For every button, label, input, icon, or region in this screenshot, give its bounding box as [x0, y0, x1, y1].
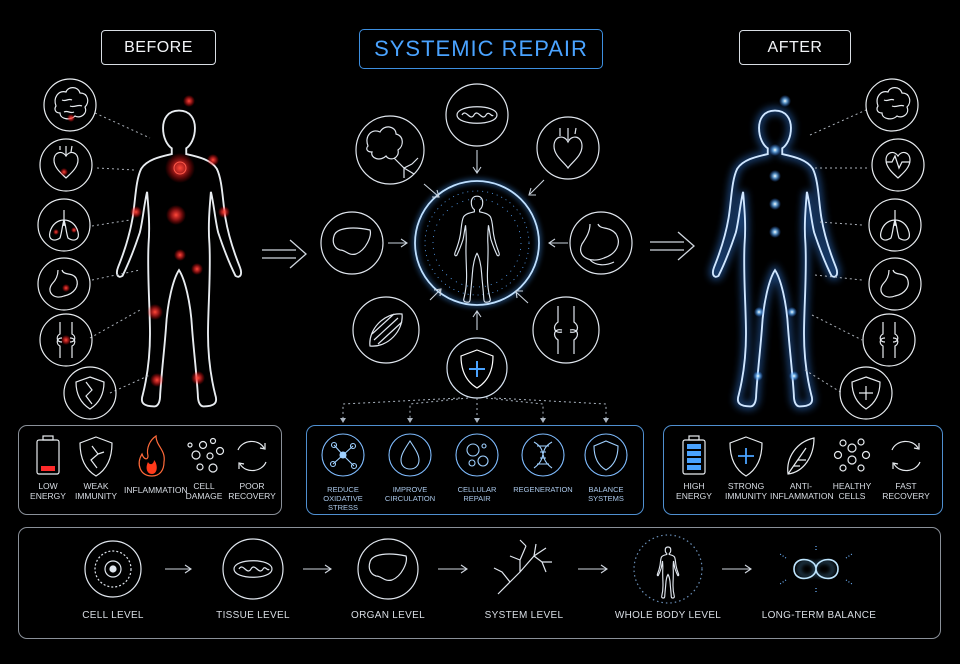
heart-icon	[536, 116, 600, 180]
drop-icon	[388, 433, 432, 477]
plus-shield-icon	[729, 436, 763, 477]
stomach-icon	[569, 211, 633, 275]
leaf-icon	[787, 437, 815, 475]
healthy-cells-icon	[833, 438, 871, 472]
brain-icon	[865, 78, 919, 132]
inflammation-points	[130, 95, 230, 387]
joint-icon	[39, 313, 93, 367]
shield-icon	[584, 433, 628, 477]
repair-to-after-arrow	[650, 231, 695, 261]
liver-icon	[320, 211, 384, 275]
mechanism-regeneration: REGENERATION	[513, 485, 573, 494]
stomach-icon	[868, 257, 922, 311]
level-whole-body: WHOLE BODY LEVEL	[614, 610, 722, 621]
level-system: SYSTEM LEVEL	[484, 610, 564, 621]
lungs-icon	[37, 198, 91, 252]
lungs-icon	[868, 198, 922, 252]
recycle-arrows-icon	[891, 440, 921, 472]
before-label: BEFORE	[101, 30, 216, 65]
plus-shield-icon	[839, 366, 893, 420]
muscle-icon	[352, 296, 420, 364]
systemic-repair-title: SYSTEMIC REPAIR	[359, 29, 603, 69]
heart-icon	[39, 138, 93, 192]
after-label: AFTER	[739, 30, 851, 65]
stat-anti-inflammation: ANTI-INFLAMMATION	[770, 481, 834, 501]
level-organ: ORGAN LEVEL	[351, 610, 425, 621]
before-connectors	[89, 112, 151, 394]
vessel-network-icon	[493, 539, 552, 595]
brain-neuron-icon	[355, 115, 425, 185]
mechanism-branches	[342, 397, 607, 420]
repair-levels-panel	[18, 527, 941, 639]
level-arrows	[165, 564, 752, 574]
cell-icon	[455, 433, 499, 477]
dna-icon	[521, 433, 565, 477]
stomach-icon	[37, 257, 91, 311]
spoke-arrows	[388, 150, 568, 330]
mitochondria-icon	[445, 83, 509, 147]
before-to-repair-arrow	[262, 239, 307, 269]
flame-icon	[138, 434, 165, 477]
heart-icon	[871, 138, 925, 192]
mechanisms-panel	[306, 425, 644, 515]
recycle-arrows-icon	[237, 440, 267, 472]
joint-icon	[862, 313, 916, 367]
infinity-icon	[779, 544, 853, 594]
mitochondria-icon	[222, 538, 284, 600]
cell-icon	[84, 540, 142, 598]
liver-icon	[357, 538, 419, 600]
after-benefits-panel	[663, 425, 943, 515]
low-battery-icon	[36, 435, 60, 475]
cracked-shield-icon	[79, 436, 113, 477]
energy-points	[753, 95, 799, 381]
full-battery-icon	[682, 435, 706, 475]
after-connectors	[804, 109, 870, 394]
cracked-shield-icon	[63, 366, 117, 420]
human-figure-icon	[633, 534, 703, 604]
brain-icon	[43, 78, 97, 132]
center-hub	[412, 178, 542, 308]
level-long-term-balance: LONG-TERM BALANCE	[761, 610, 877, 621]
level-cell: CELL LEVEL	[82, 610, 144, 621]
knee-joint-icon	[532, 296, 600, 364]
molecule-icon	[321, 433, 365, 477]
before-symptoms-panel	[18, 425, 282, 515]
scattered-cells-icon	[187, 437, 225, 473]
level-tissue: TISSUE LEVEL	[216, 610, 290, 621]
stat-inflammation: INFLAMMATION	[124, 485, 188, 495]
